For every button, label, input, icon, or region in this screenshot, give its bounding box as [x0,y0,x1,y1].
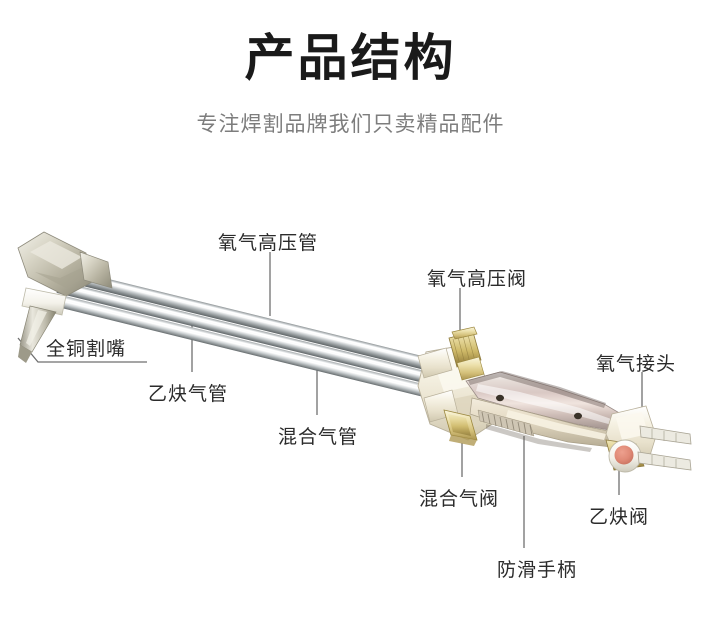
oxygen-high-pressure-valve-knob [448,326,485,381]
label-all-copper-cutting-nozzle: 全铜割嘴 [46,339,127,360]
anti-slip-grip-ribs [477,409,535,437]
tube-mixed-gas [58,295,437,400]
label-mixed-gas-tube: 混合气管 [278,427,359,448]
label-acetylene-valve: 乙炔阀 [589,507,650,528]
label-oxygen-high-pressure-valve: 氧气高压阀 [427,269,528,290]
handle-rivet [496,394,504,402]
acetylene-valve-assembly [605,439,692,473]
rear-connector-assembly [605,405,692,473]
label-anti-slip-handle: 防滑手柄 [497,560,578,581]
tube-acetylene [56,281,437,386]
acetylene-valve-cap [614,445,634,465]
label-oxygen-connector: 氧气接头 [596,354,677,375]
torch-tubes [53,266,437,400]
cutting-head-assembly [17,231,113,363]
label-mixed-gas-valve: 混合气阀 [419,489,500,510]
handle-rivet [574,412,582,420]
page-title: 产品结构 [244,30,457,86]
mixed-gas-valve-knob [443,409,478,446]
label-oxygen-high-pressure-tube: 氧气高压管 [218,233,319,254]
handle-assembly [465,371,629,452]
page-subtitle: 专注焊割品牌我们只卖精品配件 [196,113,505,136]
oxygen-connector-stub [639,425,692,445]
label-acetylene-gas-tube: 乙炔气管 [148,384,229,405]
tube-oxygen-high-pressure [53,266,436,372]
